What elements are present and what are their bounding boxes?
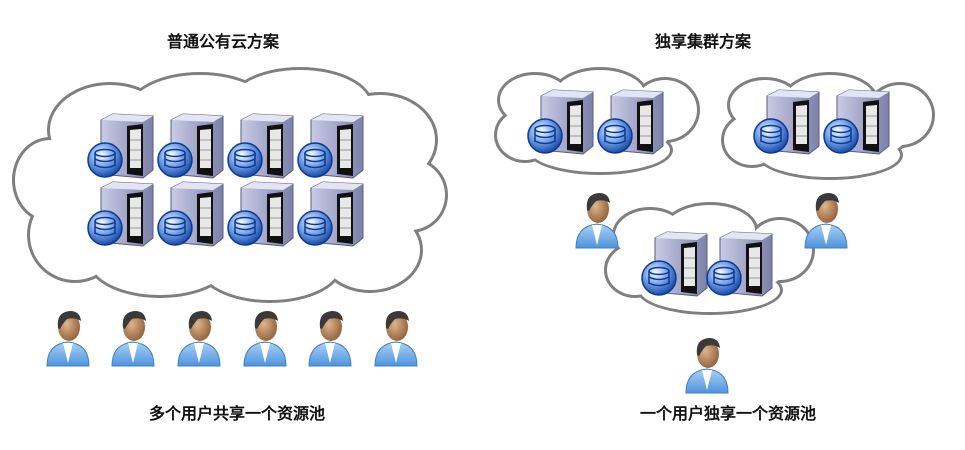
right-panel-title: 独享集群方案 (654, 32, 752, 51)
left-panel-title: 普通公有云方案 (166, 32, 280, 51)
user-icon (308, 310, 352, 367)
user-icon (575, 192, 619, 249)
right-panel-caption: 一个用户独享一个资源池 (639, 404, 817, 423)
user-icon (111, 310, 155, 367)
user-icon (374, 310, 418, 367)
user-icon (177, 310, 221, 367)
user-icon (685, 337, 729, 394)
left-panel-caption: 多个用户共享一个资源池 (148, 404, 326, 423)
user-icon (46, 310, 90, 367)
shared-resource-pool-cloud (12, 67, 448, 303)
dedicated-pool-cloud-3 (604, 202, 815, 315)
user-icon (804, 192, 848, 249)
user-icon (243, 310, 287, 367)
dedicated-pool-cloud-1 (494, 67, 700, 175)
